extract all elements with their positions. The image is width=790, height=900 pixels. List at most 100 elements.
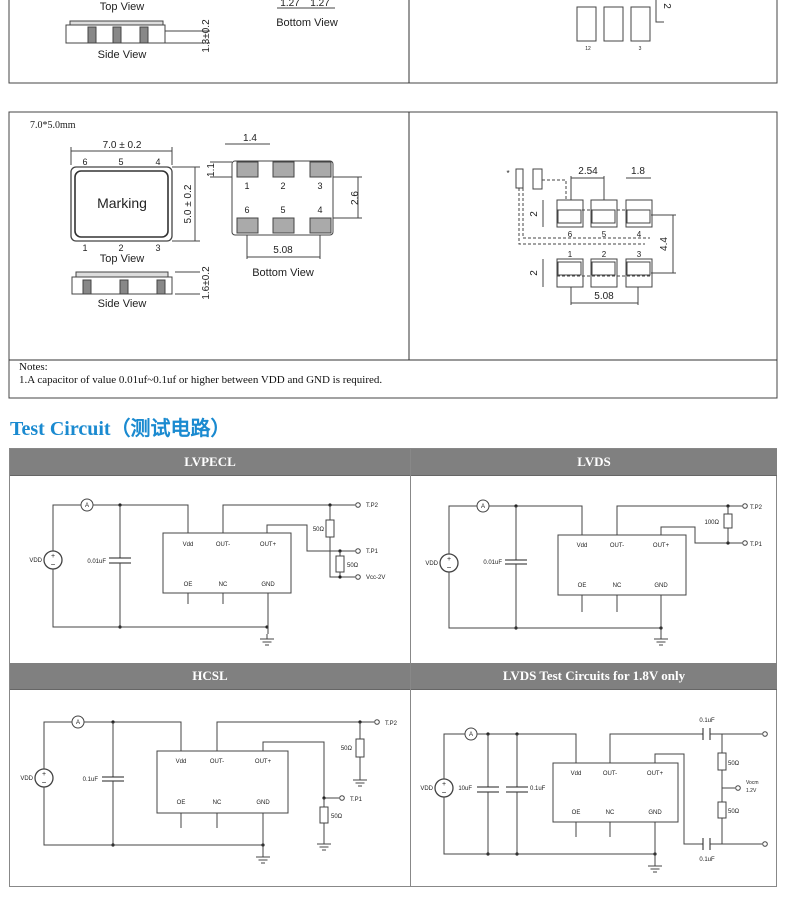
pin-label-4: NC xyxy=(613,583,622,589)
wire xyxy=(262,741,339,799)
header-lvds: LVDS xyxy=(411,449,777,476)
wire xyxy=(443,797,655,855)
plus-sign: + xyxy=(51,553,55,560)
minus-sign: − xyxy=(447,563,452,572)
height-dim: 5.0 ± 0.2 xyxy=(183,184,194,223)
thickness-dim: 1.6±0.2 xyxy=(201,266,212,300)
resistor-icon xyxy=(717,752,727,771)
pin-label-2: OUT+ xyxy=(647,771,664,777)
pin-number: 5 xyxy=(118,157,123,167)
pin-label-4: NC xyxy=(213,800,222,806)
pin-label-3: OE xyxy=(184,582,193,588)
side-view-pad xyxy=(119,279,129,295)
tp1-label: T.P1 xyxy=(750,542,763,548)
side-view-pad xyxy=(156,279,166,295)
width-dim: 7.0 ± 0.2 xyxy=(103,140,142,151)
pin-label-3: OE xyxy=(177,800,186,806)
wire xyxy=(52,504,81,551)
pitch-dim: 1.27 xyxy=(310,0,330,9)
resistor-icon xyxy=(319,806,329,824)
pin-number: 6 xyxy=(82,157,87,167)
land-label: 3 xyxy=(639,46,642,52)
land-pad xyxy=(603,6,624,42)
side-view-pad xyxy=(82,279,92,295)
pin-label-0: Vdd xyxy=(571,771,582,777)
pad-width-dim: 1.4 xyxy=(243,133,257,144)
c-top-label: 0.1uF xyxy=(699,718,715,724)
package-table-top xyxy=(8,0,778,84)
plus-sign: + xyxy=(442,781,446,788)
pin-label-3: OE xyxy=(572,810,581,816)
pin-label-1: OUT- xyxy=(216,542,230,548)
cap-label: 0.1uF xyxy=(83,777,99,783)
wire xyxy=(84,721,182,751)
pin-number: 5 xyxy=(280,205,285,215)
pin-number: 6 xyxy=(568,230,573,239)
pitch-dim: 2.54 xyxy=(578,166,598,177)
pin-number: 3 xyxy=(155,243,160,253)
tp2-label: T.P2 xyxy=(366,503,379,509)
side-view-pad xyxy=(87,26,97,44)
pad-height-dim: 2 xyxy=(529,270,540,276)
hidden-outline xyxy=(626,209,651,224)
wire xyxy=(222,504,355,533)
oscillator-chip xyxy=(156,750,289,814)
hidden-outline xyxy=(542,179,567,200)
pin-number: 4 xyxy=(637,230,642,239)
hidden-outline xyxy=(591,261,616,276)
bottom-pad xyxy=(236,161,259,178)
land-pad xyxy=(556,258,584,288)
pin-number: 3 xyxy=(317,181,322,191)
bottom-pad xyxy=(236,217,259,234)
tp1-label: T.P1 xyxy=(366,549,379,555)
package-table xyxy=(8,111,778,399)
vcc-label: Vcc-2V xyxy=(366,575,385,581)
terminal-icon xyxy=(762,731,768,737)
pin-number: 6 xyxy=(244,205,249,215)
minus-sign: − xyxy=(42,778,47,787)
terminal-icon xyxy=(355,548,361,554)
terminal-icon xyxy=(339,795,345,801)
side-view-pad xyxy=(139,26,149,44)
side-view-pad xyxy=(112,26,122,44)
junction-dot xyxy=(338,575,342,579)
header-lvpecl: LVPECL xyxy=(10,449,410,476)
column-divider xyxy=(410,449,411,886)
pin-label-5: GND xyxy=(256,800,270,806)
pin-number: 4 xyxy=(317,205,322,215)
package-size-label: 7.0*5.0mm xyxy=(30,120,76,131)
terminal-icon xyxy=(762,841,768,847)
pin-label-1: OUT- xyxy=(603,771,617,777)
wire xyxy=(443,733,465,779)
land-label: 12 xyxy=(585,46,591,52)
pad-height-dim: 1.1 xyxy=(206,163,217,177)
pin-label-5: GND xyxy=(648,810,662,816)
pin-label-2: OUT+ xyxy=(653,543,670,549)
land-pad xyxy=(576,6,597,42)
wire xyxy=(654,753,703,845)
vdd-label: VDD xyxy=(420,786,433,792)
oscillator-chip xyxy=(552,762,679,823)
notes: Notes: 1.A capacitor of value 0.01uf~0.1… xyxy=(10,361,776,397)
bottom-view-label: Bottom View xyxy=(252,267,314,279)
land-pad xyxy=(630,6,651,42)
pin-number: 1 xyxy=(82,243,87,253)
pin-number: 2 xyxy=(280,181,285,191)
row-span-dim: 4.4 xyxy=(659,237,670,251)
lvds-circuit: +−VDDA0.01uFVddOEOUT-NCOUT+GNDT.P2T.P110… xyxy=(425,499,763,646)
terminal-icon xyxy=(742,503,748,509)
vocm-value: 1.2V xyxy=(746,788,757,794)
wire xyxy=(609,733,703,763)
pin-number: 5 xyxy=(602,230,607,239)
resistor-icon xyxy=(335,555,345,573)
land-pad xyxy=(590,258,618,288)
hidden-outline xyxy=(626,261,651,276)
pin-number: 4 xyxy=(155,157,160,167)
side-view-label: Side View xyxy=(98,298,147,310)
top-view-label: Top View xyxy=(100,1,144,13)
terminal-icon xyxy=(742,540,748,546)
pin-number: 3 xyxy=(637,250,642,259)
hidden-outline xyxy=(522,188,650,239)
cap-label: 0.01uF xyxy=(483,560,502,566)
